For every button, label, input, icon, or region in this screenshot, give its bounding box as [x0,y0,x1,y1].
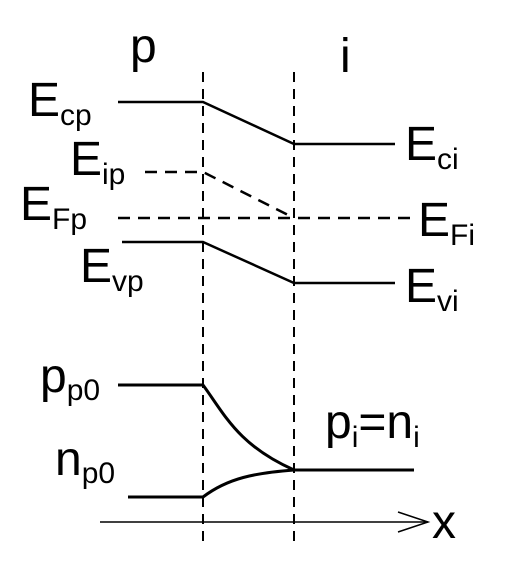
label-pp0: pp0 [40,350,100,407]
intrinsic-level-p [145,170,295,220]
label-EFp: EFp [20,178,87,236]
hole-concentration-curve [118,383,295,472]
conduction-band-edge [118,100,395,146]
electron-concentration-curve [128,468,295,499]
label-Evi: Evi [405,260,459,318]
region-label-i: i [340,30,351,83]
region-label-p: p [130,20,157,73]
label-EFi: EFi [418,194,475,252]
label-Ecp: Ecp [28,74,92,132]
label-Evp: Evp [80,240,144,298]
x-axis-label: x [432,496,456,549]
label-Eci: Eci [405,118,459,176]
label-np0: np0 [55,433,115,490]
valence-band-edge [122,240,395,285]
label-pi-equals-ni: pi=ni [325,396,420,454]
label-Eip: Eip [70,133,125,191]
x-axis-arrowhead [397,511,431,533]
